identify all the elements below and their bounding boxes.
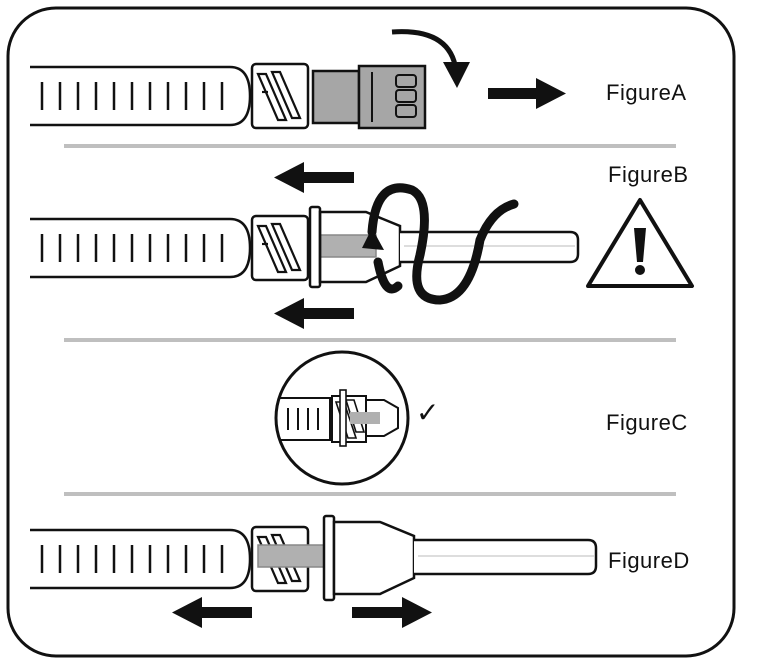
pull-right-arrow-icon — [488, 78, 566, 109]
threaded-nut — [250, 62, 310, 130]
warning-triangle-icon — [586, 198, 694, 288]
figure-d-parts: FigureD — [172, 514, 690, 628]
figure-d-label: FigureD — [608, 548, 690, 573]
figure-b-label: FigureB — [608, 162, 689, 187]
push-left-arrow-icon — [274, 162, 354, 193]
rotate-arrowhead-icon — [443, 62, 470, 88]
check-mark-icon: ✓ — [416, 396, 439, 429]
figure-c: ✓ FigureC — [274, 350, 688, 486]
threaded-nut — [250, 214, 310, 282]
figure-c-label: FigureC — [606, 410, 688, 435]
protective-cap — [311, 64, 427, 130]
hose — [28, 217, 252, 279]
inner-tube — [257, 544, 335, 568]
rod — [414, 538, 598, 576]
push-left-arrow-icon — [274, 298, 354, 329]
hose — [28, 65, 252, 127]
push-right-arrow-icon — [352, 597, 432, 628]
connector-body — [318, 210, 402, 284]
twisted-cable — [367, 183, 519, 305]
rod — [400, 230, 580, 264]
connector-body — [332, 520, 416, 596]
washer — [308, 205, 322, 289]
figure-b — [28, 214, 310, 282]
washer — [322, 514, 336, 602]
figure-a-label: FigureA — [606, 80, 687, 105]
hose — [28, 528, 252, 590]
figure-b-parts: FigureB — [274, 162, 694, 329]
figure-a: FigureA — [28, 29, 687, 130]
zoomed-connection — [280, 389, 399, 447]
push-left-arrow-icon — [172, 597, 252, 628]
